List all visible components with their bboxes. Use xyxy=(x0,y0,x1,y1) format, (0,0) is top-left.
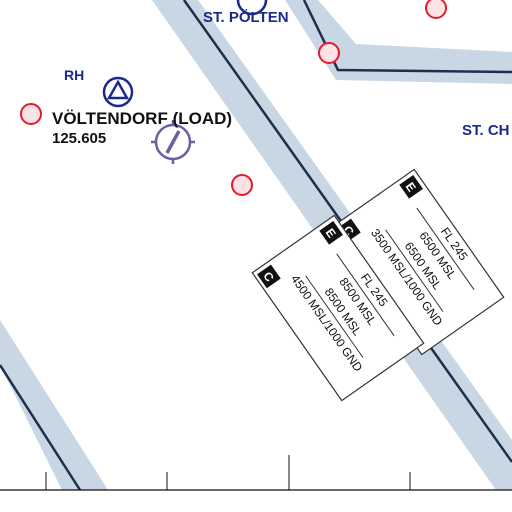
airfield-frequency: 125.605 xyxy=(52,130,106,147)
reporting-point[interactable] xyxy=(318,42,340,64)
class-badge xyxy=(399,174,423,199)
airspace-boundary-top xyxy=(302,0,512,74)
airfield-icon[interactable] xyxy=(151,120,195,164)
airfield-name: VÖLTENDORF (LOAD) xyxy=(52,109,232,128)
reporting-point[interactable] xyxy=(231,174,253,196)
reporting-point[interactable] xyxy=(20,103,42,125)
city-label-st-ch: ST. CH xyxy=(462,122,510,139)
navaid-label-rh: RH xyxy=(64,67,84,83)
navaid-partial-icon xyxy=(236,0,268,16)
airspace-boundary-left xyxy=(0,364,82,491)
city-label-st-poelten: ST. PÖLTEN xyxy=(203,9,289,26)
navaid-triangle-icon[interactable] xyxy=(102,76,134,108)
class-badge xyxy=(319,220,343,245)
class-badge xyxy=(257,264,281,289)
airspace-info-box[interactable]: C E FL 245 8500 MSL 8500 MSL 4500 MSL/10… xyxy=(251,214,425,402)
airspace-band-left xyxy=(0,320,108,490)
scale-ticks xyxy=(45,455,411,490)
reporting-point[interactable] xyxy=(425,0,447,19)
airspace-band-top xyxy=(285,0,512,84)
